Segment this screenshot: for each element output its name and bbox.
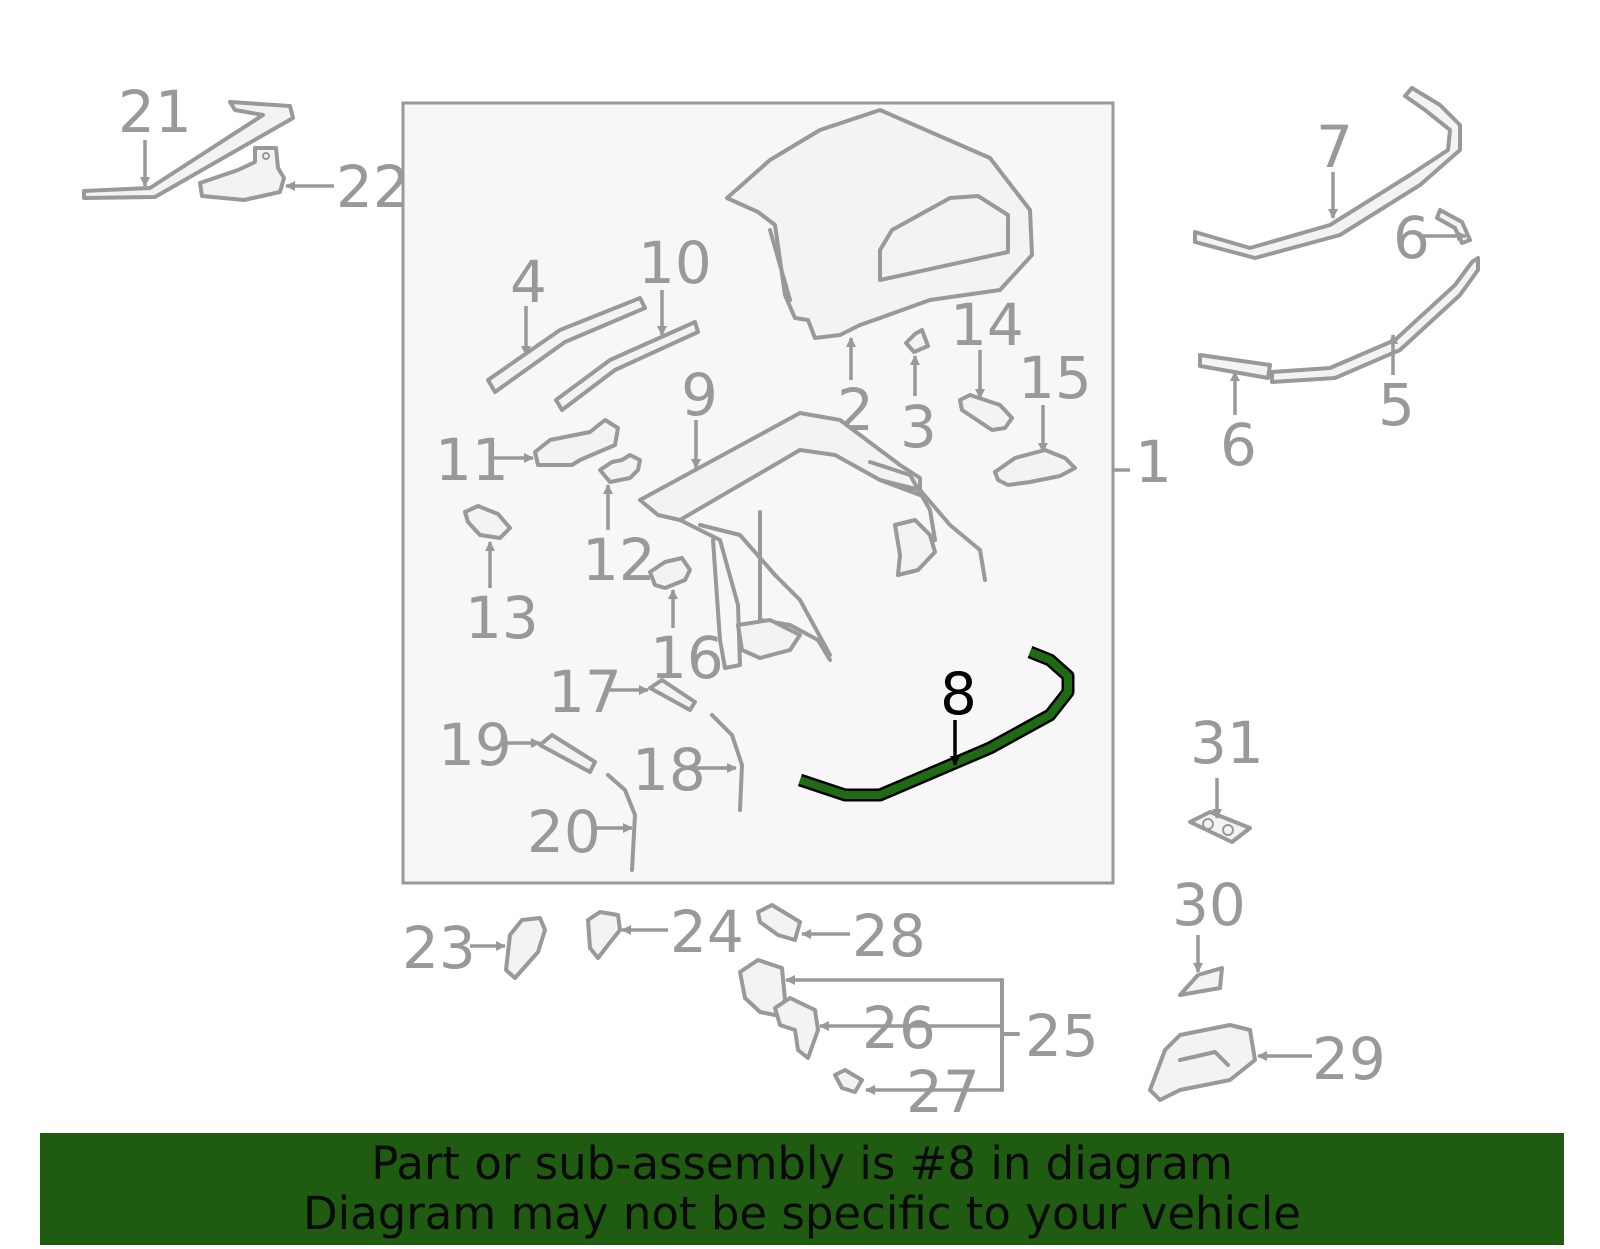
callout-13[interactable]: 13 [465,584,539,652]
part-12-clip-upper[interactable] [598,453,642,484]
part-6-end-lower[interactable] [1198,353,1272,380]
part-19-strip[interactable] [538,733,597,774]
callout-7[interactable]: 7 [1316,113,1353,181]
part-10-strip[interactable] [554,320,700,412]
part-26-clip[interactable] [773,996,820,1060]
part-4-strip[interactable] [486,296,647,394]
callout-22[interactable]: 22 [336,153,410,221]
callout-23[interactable]: 23 [402,914,476,982]
part-5-rail[interactable] [1270,256,1480,384]
part-20-seal[interactable] [606,773,637,872]
part-23-clip[interactable] [504,916,547,980]
callout-25[interactable]: 25 [1025,1002,1099,1070]
part-2-soft-top[interactable] [725,108,1034,340]
part-16-block[interactable] [648,556,692,590]
part-8-weatherstrip[interactable] [797,645,1075,802]
callout-4[interactable]: 4 [510,248,547,316]
callout-19[interactable]: 19 [438,711,512,779]
callout-26[interactable]: 26 [862,994,936,1062]
callout-30[interactable]: 30 [1172,871,1246,939]
callout-1[interactable]: 1 [1135,428,1172,496]
callout-29[interactable]: 29 [1312,1025,1386,1093]
part-22-bracket[interactable] [198,146,286,202]
banner-line-1: Part or sub-assembly is #8 in diagram [371,1137,1233,1190]
callout-6-upper[interactable]: 6 [1393,204,1430,272]
callout-6-lower[interactable]: 6 [1220,411,1257,479]
callout-15[interactable]: 15 [1018,344,1092,412]
callout-5[interactable]: 5 [1378,371,1415,439]
part-29-bracket[interactable] [1148,1023,1257,1102]
callout-10[interactable]: 10 [638,229,712,297]
part-3-clip[interactable] [904,328,930,354]
part-7-rail[interactable] [1193,86,1462,260]
part-17-strip[interactable] [648,678,697,712]
callout-9[interactable]: 9 [681,361,718,429]
part-24-clip[interactable] [586,910,622,960]
callout-28[interactable]: 28 [852,902,926,970]
part-21-trim[interactable] [82,100,295,200]
part-13-pad[interactable] [463,504,512,540]
callout-3[interactable]: 3 [900,393,937,461]
callout-11[interactable]: 11 [435,426,509,494]
callout-18[interactable]: 18 [632,736,706,804]
callout-8[interactable]: 8 [940,660,977,728]
part-31-pad[interactable] [1188,810,1252,844]
notice-banner: Part or sub-assembly is #8 in diagram Di… [40,1133,1564,1245]
callout-27[interactable]: 27 [906,1058,980,1126]
part-15-bracket[interactable] [993,448,1077,487]
part-30-pad[interactable] [1178,966,1224,997]
banner-line-2: Diagram may not be specific to your vehi… [303,1187,1301,1240]
callout-21[interactable]: 21 [118,78,192,146]
callout-17[interactable]: 17 [548,658,622,726]
part-27-plug[interactable] [833,1068,864,1094]
part-6-end-upper[interactable] [1435,208,1472,245]
callout-14[interactable]: 14 [950,291,1024,359]
part-28-clip[interactable] [756,903,802,942]
callout-31[interactable]: 31 [1190,709,1264,777]
callout-20[interactable]: 20 [527,798,601,866]
callout-12-upper[interactable]: 12 [582,526,656,594]
part-18-seal[interactable] [710,713,744,812]
part-11-bracket[interactable] [533,418,620,467]
callout-24[interactable]: 24 [670,898,744,966]
part-9-frame[interactable] [638,411,987,670]
